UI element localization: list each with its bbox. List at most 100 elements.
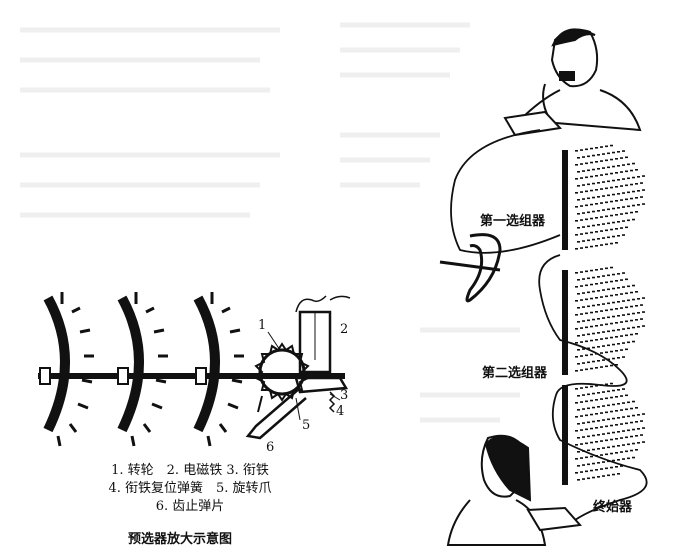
contact-dot <box>612 417 615 420</box>
contact-dot <box>607 474 610 477</box>
contact-dot <box>607 418 610 421</box>
contact-dot <box>610 438 613 441</box>
contact-dot <box>622 444 625 446</box>
contact-dot <box>610 186 613 189</box>
contact-dot <box>632 176 635 179</box>
contact-dot <box>575 328 578 330</box>
contact-dot <box>587 211 590 214</box>
contact-dot <box>597 276 600 278</box>
contact-dot <box>585 442 588 445</box>
contact-dot <box>615 364 618 366</box>
contact-dot <box>592 318 595 321</box>
contact-dot <box>610 280 613 283</box>
contact-dot <box>642 427 645 429</box>
contact-dot <box>622 220 625 222</box>
contact-dot <box>585 340 588 343</box>
contact-dot <box>612 403 615 406</box>
contact-dot <box>640 434 643 436</box>
contact-dot <box>582 184 585 186</box>
contact-dot <box>592 360 595 363</box>
contact-dot <box>592 276 595 279</box>
contact-dot <box>622 300 625 302</box>
contact-dot <box>635 407 638 409</box>
contact-dot <box>605 187 608 190</box>
contact-dot <box>635 435 638 437</box>
contact-dot <box>600 384 603 386</box>
preselector-mechanism <box>38 292 351 447</box>
contact-dot <box>590 385 593 388</box>
contact-dot <box>580 313 583 315</box>
contact-dot <box>595 339 598 341</box>
contact-dot <box>582 408 585 410</box>
contact-dot <box>620 335 623 337</box>
contact-dot <box>602 275 605 277</box>
contact-dot <box>580 149 583 151</box>
contact-dot <box>640 196 643 198</box>
contact-dot <box>627 219 630 222</box>
contact-dot <box>582 362 585 364</box>
contact-dot <box>632 190 635 193</box>
contact-dot <box>575 388 578 390</box>
contact-dot <box>612 151 615 154</box>
contact-dot <box>620 279 623 281</box>
contact-dot <box>580 327 583 329</box>
contact-dot <box>600 188 603 190</box>
contact-dot <box>620 227 623 229</box>
rotating-pawl <box>245 387 307 440</box>
contact-dot <box>602 345 605 347</box>
contact-dot <box>575 356 578 358</box>
contact-dot <box>617 273 620 275</box>
contact-dot <box>617 417 620 419</box>
contact-dot <box>605 309 608 312</box>
contact-dot <box>605 159 608 162</box>
contact-dot <box>615 410 618 412</box>
contact-dot <box>585 386 588 389</box>
contact-dot <box>580 233 583 235</box>
contact-dot <box>577 335 580 337</box>
contact-dot <box>622 328 625 330</box>
contact-dot <box>595 311 598 313</box>
contact-dot <box>592 476 595 479</box>
contact-dot <box>637 442 640 444</box>
contact-dot <box>585 298 588 301</box>
contact-dot <box>607 358 610 361</box>
contact-dot <box>597 224 600 226</box>
contact-dot <box>620 293 623 295</box>
contact-dot <box>595 283 598 285</box>
contact-dot <box>587 239 590 242</box>
contact-dot <box>625 212 628 215</box>
contact-dot <box>597 196 600 198</box>
contact-dot <box>612 357 615 360</box>
contact-dot <box>607 302 610 305</box>
contact-dot <box>590 441 593 444</box>
contact-dot <box>595 455 598 457</box>
contact-dot <box>600 202 603 204</box>
contact-dot <box>642 189 645 191</box>
contact-dot <box>602 195 605 197</box>
contact-dot <box>625 394 628 397</box>
contact-dot <box>625 306 628 309</box>
contact-dot <box>595 217 598 219</box>
contact-dot <box>632 204 635 207</box>
contact-dot <box>635 169 638 171</box>
contact-dot <box>627 313 630 316</box>
contact-dot <box>617 459 620 461</box>
contact-dot <box>595 469 598 471</box>
contact-dot <box>617 315 620 317</box>
contact-dot <box>577 409 580 411</box>
contact-dot <box>595 161 598 163</box>
part-number-2: 2 <box>340 322 349 337</box>
contact-dot <box>610 308 613 311</box>
contact-dot <box>632 284 635 287</box>
contact-dot <box>590 455 593 458</box>
contact-dot <box>592 434 595 437</box>
contact-dot <box>582 436 585 438</box>
contact-dot <box>577 227 580 229</box>
contact-dot <box>615 466 618 468</box>
contact-dot <box>642 413 645 415</box>
contact-dot <box>635 305 638 307</box>
contact-dot <box>575 444 578 446</box>
contact-dot <box>630 183 633 186</box>
contact-dot <box>615 242 618 244</box>
contact-dot <box>605 425 608 428</box>
